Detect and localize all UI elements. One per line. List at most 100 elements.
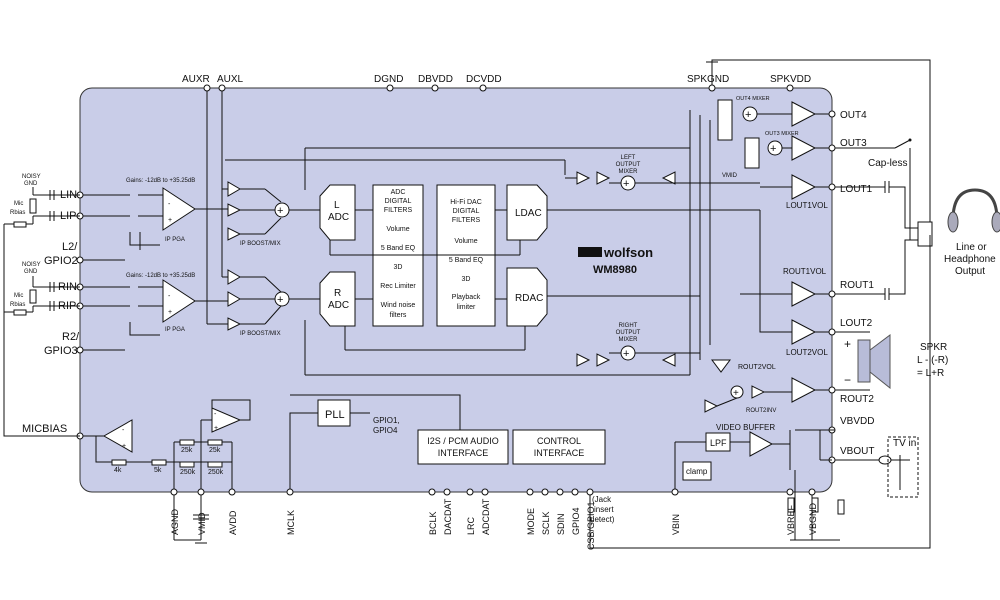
right-output-mixer: + RIGHT OUTPUT MIXER (576, 323, 700, 367)
label-rdac: RDAC (515, 293, 543, 304)
micbias-circuit: -+ -+ 4k 5k 25k 25k 250k 250k (83, 399, 251, 492)
svg-text:OUT4: OUT4 (840, 110, 867, 121)
svg-text:wolfson: wolfson (603, 245, 653, 260)
pin-vbin (671, 488, 679, 496)
svg-text:-: - (168, 201, 171, 208)
svg-text:RIGHT: RIGHT (619, 323, 638, 329)
pin-dacdat (443, 488, 451, 496)
left-input-path: Gains: -12dB to +35.25dB -+ IP PGA + IP … (83, 178, 320, 261)
label-boost-left: IP BOOST/MIX (240, 241, 281, 247)
top-pins: AUXR AUXL DGND DBVDD DCVDD SPKGND SPKVDD (182, 59, 931, 270)
svg-text:Playback: Playback (452, 294, 481, 301)
svg-text:Wind noise: Wind noise (381, 302, 416, 309)
label-ctrl-1: CONTROL (537, 436, 581, 446)
label-rbias-1: Rbias (10, 210, 25, 216)
svg-text:clamp: clamp (686, 467, 708, 476)
svg-text:MIXER: MIXER (618, 169, 638, 175)
svg-text:OUTPUT: OUTPUT (616, 330, 641, 336)
label-capless: Cap-less (868, 158, 907, 169)
label-rout1vol: ROUT1VOL (783, 267, 827, 276)
headphone-jack (917, 221, 933, 247)
svg-text:VBREF: VBREF (786, 504, 796, 535)
right-pins: OUT4 OUT3 LOUT1 ROUT1 LOUT2 ROUT2 VBVDD … (828, 110, 874, 464)
pin-adcdat (481, 488, 489, 496)
svg-text:250k: 250k (180, 469, 196, 476)
svg-text:Hi-Fi DAC: Hi-Fi DAC (450, 199, 482, 206)
label-mic-2: Mic (14, 293, 23, 299)
svg-text:+: + (277, 205, 283, 217)
wolfson-logo: wolfson WM8980 (578, 245, 653, 276)
svg-text:+: + (168, 309, 172, 316)
left-adc (319, 184, 356, 241)
label-ctrl-2: INTERFACE (534, 448, 585, 458)
svg-text:FILTERS: FILTERS (384, 207, 413, 214)
svg-text:3D: 3D (394, 264, 403, 271)
label-spkr: SPKR (920, 342, 947, 353)
speaker-icon (869, 334, 891, 390)
svg-text:5 Band EQ: 5 Band EQ (449, 257, 484, 264)
label-tv-in: TV in (893, 438, 916, 449)
svg-text:LOUT2: LOUT2 (840, 318, 873, 329)
svg-text:3D: 3D (462, 276, 471, 283)
pin-mclk (286, 488, 294, 496)
right-dac (506, 267, 548, 327)
out-mixers: + OUT4 MIXER + OUT3 MIXER VMID (717, 96, 832, 179)
internal-bus-lines (225, 110, 760, 376)
label-pll: PLL (325, 409, 345, 421)
svg-text:+: + (770, 143, 776, 155)
label-lout2vol: LOUT2VOL (786, 348, 828, 357)
pin-vmid (197, 488, 205, 496)
pin-lout2 (828, 328, 836, 336)
svg-text:25k: 25k (209, 447, 221, 454)
svg-text:5 Band EQ: 5 Band EQ (381, 245, 416, 252)
rout2vol-driver (711, 359, 731, 373)
pin-auxr (203, 84, 211, 92)
label-noisy-1: NOISY (22, 174, 41, 180)
svg-text:SCLK: SCLK (541, 511, 551, 535)
label-rout2inv: ROUT2INV (746, 408, 776, 414)
svg-text:DIGITAL: DIGITAL (453, 208, 480, 215)
label-rbias-2: Rbias (10, 302, 25, 308)
gain-label-bottom: Gains: -12dB to +35.25dB (126, 273, 195, 279)
svg-text:+: + (168, 217, 172, 224)
left-pins: LIN LIP L2/ GPIO2 RIN RIP R2/ GPIO3 MICB… (3, 174, 84, 440)
dac-filters-text: Hi-Fi DAC DIGITAL FILTERS Volume 5 Band … (449, 199, 484, 311)
label-minus: − (844, 373, 851, 387)
svg-text:-: - (122, 427, 125, 434)
label-spkr-eq1: L - (-R) (917, 355, 948, 366)
pin-dgnd (386, 84, 394, 92)
tv-in-box (887, 436, 919, 498)
label-dgnd: DGND (374, 74, 403, 85)
rbias-2-resistor (13, 309, 27, 316)
label-gpio1: GPIO1, (373, 416, 400, 425)
svg-text:SDIN: SDIN (556, 513, 566, 535)
pin-rout2 (828, 386, 836, 394)
pin-agnd (170, 488, 178, 496)
svg-text:detect): detect) (590, 515, 615, 524)
svg-text:5k: 5k (154, 467, 162, 474)
svg-text:ROUT2: ROUT2 (840, 394, 874, 405)
svg-text:LPF: LPF (710, 438, 727, 448)
label-plus: + (844, 337, 851, 351)
svg-text:VBGND: VBGND (808, 502, 818, 535)
label-line-or: Line or (956, 242, 987, 253)
pin-csb-gpio1 (586, 488, 594, 496)
right-input-path: Gains: -12dB to +35.25dB -+ IP PGA + IP … (83, 165, 320, 351)
svg-text:LOUT1: LOUT1 (840, 184, 873, 195)
svg-text:+: + (623, 178, 629, 190)
mic-1-icon (29, 198, 37, 214)
i2s-pcm-interface (417, 429, 509, 465)
pin-spkgnd (708, 84, 716, 92)
svg-text:OUTPUT: OUTPUT (616, 162, 641, 168)
svg-text:AVDD: AVDD (228, 510, 238, 535)
external-outputs: Cap-less Line or Headphone Output + − SP… (589, 138, 1000, 549)
clamp-block (682, 461, 712, 481)
video-buffer: VIDEO BUFFER LPF clamp (674, 423, 845, 540)
control-interface (512, 429, 606, 465)
svg-text:-: - (168, 293, 171, 300)
svg-text:-: - (214, 411, 217, 418)
svg-text:Rec Limiter: Rec Limiter (380, 283, 416, 290)
svg-text:BCLK: BCLK (428, 511, 438, 535)
out4-driver (791, 101, 817, 127)
